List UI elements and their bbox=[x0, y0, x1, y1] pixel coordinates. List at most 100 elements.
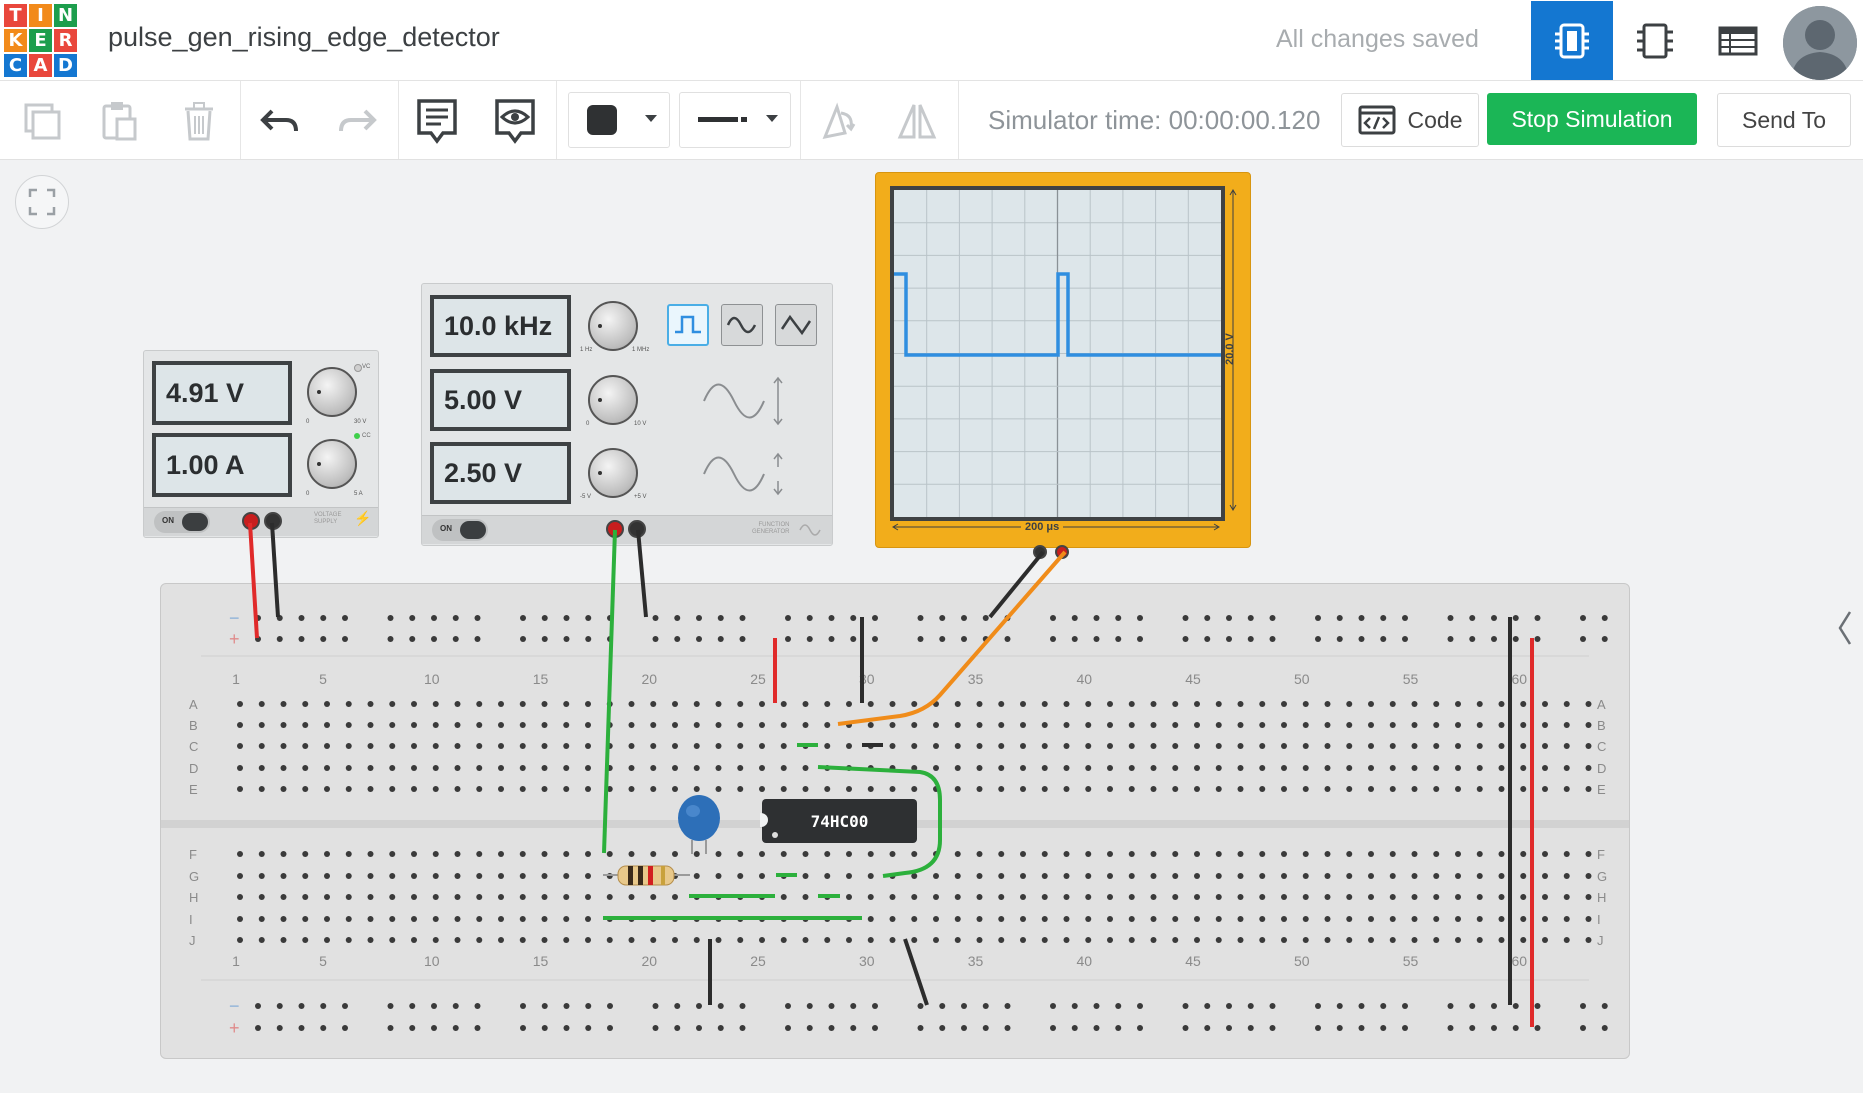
breadboard-hole[interactable] bbox=[715, 851, 722, 857]
breadboard-hole[interactable] bbox=[650, 916, 657, 922]
breadboard-hole[interactable] bbox=[1411, 722, 1418, 728]
breadboard-hole[interactable] bbox=[519, 765, 526, 771]
breadboard-hole[interactable] bbox=[324, 937, 330, 943]
breadboard-hole[interactable] bbox=[606, 765, 613, 771]
breadboard-hole[interactable] bbox=[976, 786, 983, 792]
breadboard-hole[interactable] bbox=[345, 701, 352, 707]
rail-hole[interactable] bbox=[828, 636, 835, 642]
breadboard-hole[interactable] bbox=[1041, 851, 1048, 857]
breadboard-hole[interactable] bbox=[1020, 786, 1026, 792]
breadboard-hole[interactable] bbox=[1259, 743, 1266, 749]
breadboard-hole[interactable] bbox=[563, 786, 570, 792]
rail-hole[interactable] bbox=[520, 1025, 526, 1031]
breadboard-hole[interactable] bbox=[345, 873, 352, 879]
rail-hole[interactable] bbox=[674, 615, 681, 621]
breadboard-hole[interactable] bbox=[1368, 786, 1374, 792]
breadboard-hole[interactable] bbox=[867, 873, 874, 879]
breadboard-hole[interactable] bbox=[324, 743, 330, 749]
breadboard-hole[interactable] bbox=[606, 916, 613, 922]
sine-wave-button[interactable] bbox=[721, 304, 763, 346]
breadboard-hole[interactable] bbox=[715, 894, 722, 900]
breadboard-hole[interactable] bbox=[1172, 937, 1179, 943]
breadboard-hole[interactable] bbox=[563, 851, 570, 857]
breadboard-hole[interactable] bbox=[1476, 894, 1483, 900]
signal-negative-terminal[interactable] bbox=[628, 520, 646, 538]
breadboard-hole[interactable] bbox=[1041, 765, 1048, 771]
breadboard-hole[interactable] bbox=[933, 722, 939, 728]
breadboard-hole[interactable] bbox=[389, 743, 396, 749]
breadboard-hole[interactable] bbox=[302, 786, 309, 792]
rail-hole[interactable] bbox=[696, 636, 702, 642]
breadboard-hole[interactable] bbox=[476, 701, 483, 707]
rail-hole[interactable] bbox=[387, 615, 394, 621]
rail-hole[interactable] bbox=[1512, 1025, 1519, 1031]
rail-hole[interactable] bbox=[674, 1025, 681, 1031]
breadboard-hole[interactable] bbox=[606, 701, 613, 707]
rail-hole[interactable] bbox=[982, 1003, 989, 1009]
scope-negative-probe[interactable] bbox=[1033, 545, 1047, 559]
rail-hole[interactable] bbox=[1204, 636, 1211, 642]
breadboard-hole[interactable] bbox=[715, 786, 722, 792]
breadboard-hole[interactable] bbox=[998, 916, 1005, 922]
breadboard-hole[interactable] bbox=[324, 873, 330, 879]
breadboard-hole[interactable] bbox=[824, 916, 831, 922]
breadboard-hole[interactable] bbox=[324, 894, 330, 900]
breadboard-hole[interactable] bbox=[585, 916, 591, 922]
breadboard-hole[interactable] bbox=[759, 851, 765, 857]
rail-hole[interactable] bbox=[739, 615, 746, 621]
oscilloscope[interactable]: 20.0 V 200 μs bbox=[875, 172, 1251, 559]
breadboard-hole[interactable] bbox=[1346, 765, 1353, 771]
breadboard-hole[interactable] bbox=[1107, 786, 1113, 792]
breadboard-hole[interactable] bbox=[1085, 701, 1092, 707]
rail-hole[interactable] bbox=[961, 636, 967, 642]
rail-hole[interactable] bbox=[872, 615, 878, 621]
wire-type-dropdown[interactable] bbox=[679, 92, 791, 148]
rail-hole[interactable] bbox=[785, 615, 791, 621]
breadboard-hole[interactable] bbox=[1041, 722, 1048, 728]
breadboard-hole[interactable] bbox=[1128, 701, 1135, 707]
breadboard-hole[interactable] bbox=[1194, 894, 1200, 900]
breadboard-hole[interactable] bbox=[585, 701, 591, 707]
breadboard-hole[interactable] bbox=[1563, 743, 1570, 749]
breadboard-hole[interactable] bbox=[628, 937, 635, 943]
breadboard-hole[interactable] bbox=[954, 722, 961, 728]
breadboard-hole[interactable] bbox=[889, 765, 896, 771]
rail-hole[interactable] bbox=[607, 1003, 613, 1009]
breadboard-hole[interactable] bbox=[1585, 722, 1592, 728]
breadboard-hole[interactable] bbox=[541, 786, 548, 792]
rail-hole[interactable] bbox=[1071, 615, 1078, 621]
breadboard-hole[interactable] bbox=[498, 937, 504, 943]
breadboard-hole[interactable] bbox=[606, 743, 613, 749]
breadboard-hole[interactable] bbox=[1368, 873, 1374, 879]
breadboard-hole[interactable] bbox=[780, 722, 787, 728]
breadboard-hole[interactable] bbox=[498, 786, 504, 792]
breadboard-hole[interactable] bbox=[1389, 701, 1396, 707]
breadboard-hole[interactable] bbox=[411, 786, 417, 792]
breadboard-hole[interactable] bbox=[976, 743, 983, 749]
breadboard-hole[interactable] bbox=[1041, 937, 1048, 943]
breadboard-hole[interactable] bbox=[867, 937, 874, 943]
breadboard-hole[interactable] bbox=[367, 873, 374, 879]
offset-knob[interactable] bbox=[588, 448, 638, 498]
breadboard-hole[interactable] bbox=[519, 743, 526, 749]
breadboard-hole[interactable] bbox=[802, 873, 809, 879]
breadboard-hole[interactable] bbox=[1194, 743, 1200, 749]
breadboard-hole[interactable] bbox=[258, 851, 265, 857]
breadboard-hole[interactable] bbox=[1237, 701, 1244, 707]
toggle-notes-visibility-button[interactable] bbox=[488, 95, 542, 147]
breadboard-hole[interactable] bbox=[780, 743, 787, 749]
breadboard-hole[interactable] bbox=[650, 701, 657, 707]
breadboard-hole[interactable] bbox=[976, 851, 983, 857]
breadboard-hole[interactable] bbox=[693, 873, 700, 879]
breadboard-hole[interactable] bbox=[1259, 851, 1266, 857]
breadboard-hole[interactable] bbox=[1020, 873, 1026, 879]
breadboard-hole[interactable] bbox=[846, 786, 852, 792]
breadboard-hole[interactable] bbox=[1542, 851, 1548, 857]
delete-button[interactable] bbox=[172, 95, 226, 147]
breadboard-hole[interactable] bbox=[672, 873, 678, 879]
breadboard-hole[interactable] bbox=[1150, 765, 1157, 771]
rail-hole[interactable] bbox=[1491, 636, 1497, 642]
breadboard-hole[interactable] bbox=[824, 786, 831, 792]
rail-hole[interactable] bbox=[563, 1003, 570, 1009]
breadboard-hole[interactable] bbox=[1302, 851, 1309, 857]
